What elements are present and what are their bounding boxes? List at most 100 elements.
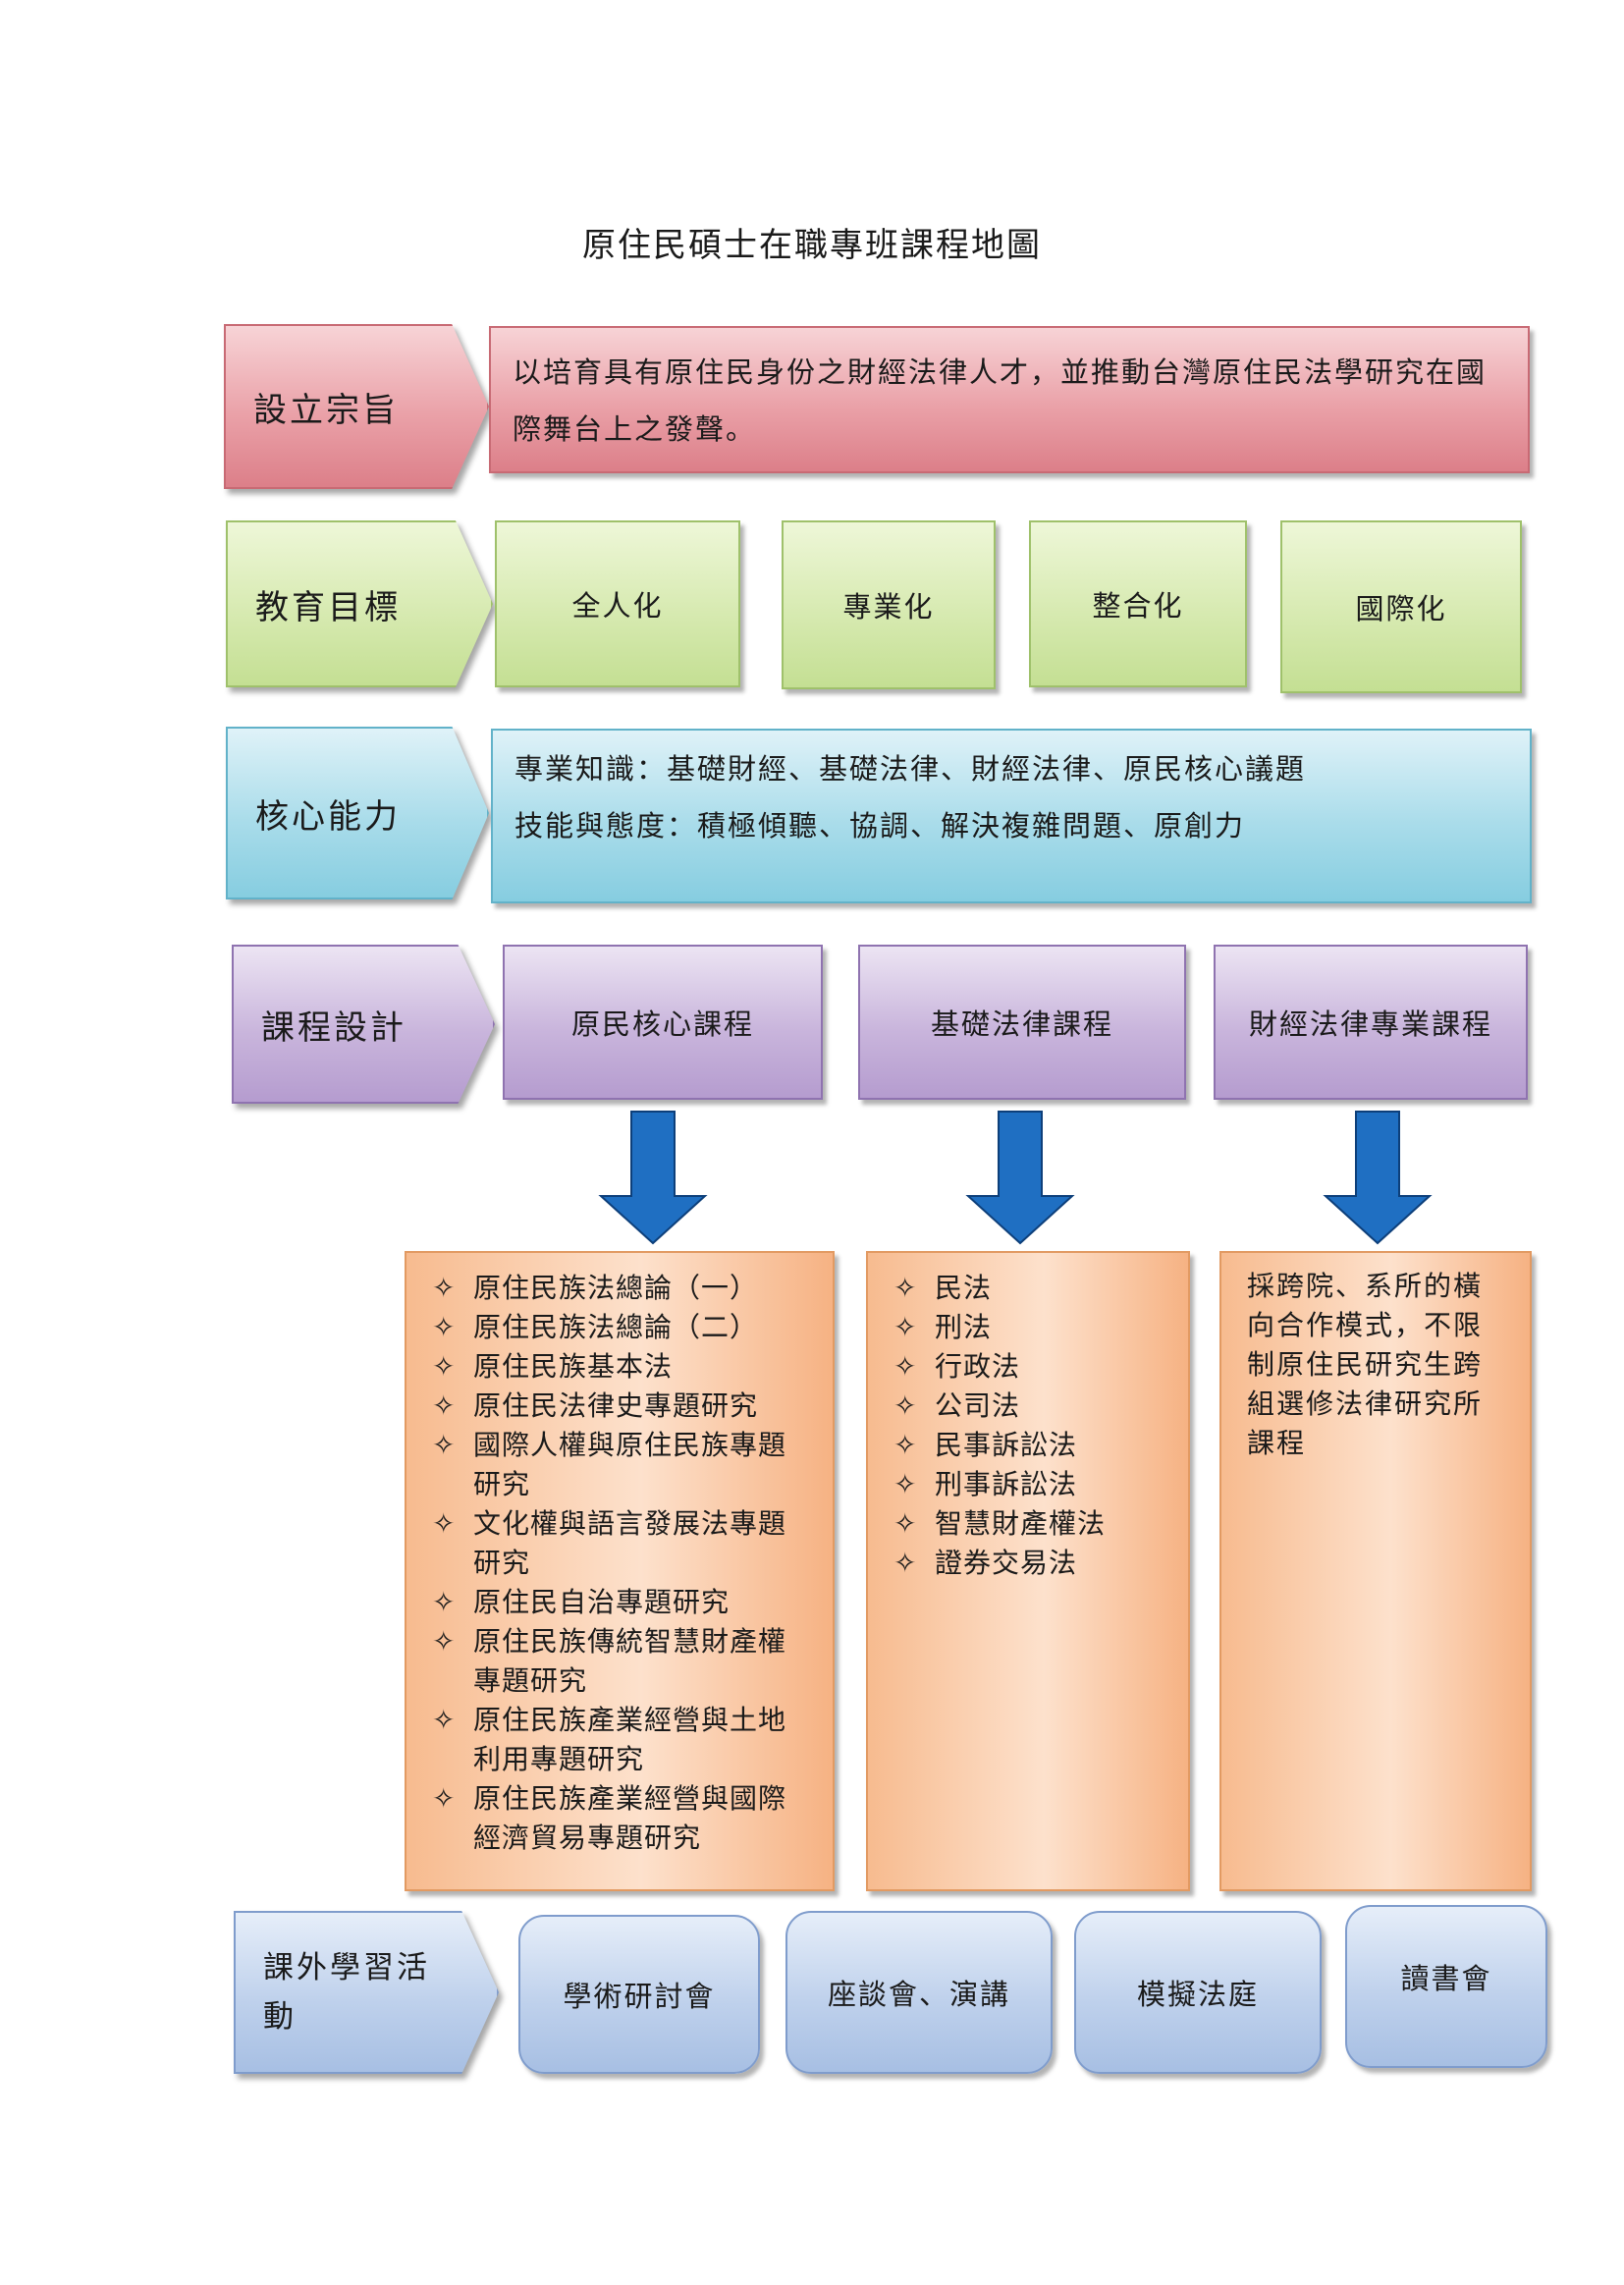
course-item: ✧ 文化權與語言發展法專題研究 [432, 1504, 813, 1583]
goal-box-4: 國際化 [1280, 520, 1522, 693]
core-box: 專業知識：基礎財經、基礎法律、財經法律、原民核心議題 技能與態度：積極傾聽、協調… [491, 729, 1532, 903]
course-name: 刑事訴訟法 [935, 1468, 1078, 1500]
down-arrow-icon [598, 1111, 708, 1245]
bullet-icon: ✧ [893, 1468, 918, 1500]
bullet-icon: ✧ [432, 1704, 457, 1736]
course-item: ✧ 原住民族法總論（一） [432, 1269, 813, 1308]
core-knowledge: 專業知識：基礎財經、基礎法律、財經法律、原民核心議題 [514, 752, 1307, 786]
core-header-label: 核心能力 [255, 796, 401, 837]
core-skills: 技能與態度：積極傾聽、協調、解決複雜問題、原創力 [514, 809, 1246, 843]
purpose-header: 設立宗旨 [224, 324, 489, 489]
bullet-icon: ✧ [432, 1507, 457, 1540]
page-title: 原住民碩士在職專班課程地圖 [582, 226, 1042, 265]
course-item: ✧ 民法 [893, 1269, 1168, 1308]
goal-box-2: 專業化 [782, 520, 996, 689]
down-arrow-icon [1323, 1111, 1433, 1245]
activity-label: 座談會、演講 [827, 1978, 1010, 2011]
bullet-icon: ✧ [893, 1311, 918, 1343]
activity-box-4: 讀書會 [1345, 1905, 1547, 2068]
finance-note-box: 採跨院、系所的橫向合作模式，不限制原住民研究生跨組選修法律研究所課程 [1219, 1251, 1532, 1891]
course-item: ✧ 原住民族基本法 [432, 1347, 813, 1387]
course-col-core: 原民核心課程 [503, 945, 823, 1100]
courses-header: 課程設計 [232, 945, 495, 1104]
activity-box-2: 座談會、演講 [785, 1911, 1053, 2074]
bullet-icon: ✧ [893, 1350, 918, 1383]
law-course-list-box: ✧ 民法 ✧ 刑法 ✧ 行政法 ✧ 公司法 ✧ 民事訴訟法 ✧ 刑事訴訟法 ✧ 智慧財產權法 ✧ 證券交易法 [866, 1251, 1190, 1891]
bullet-icon: ✧ [432, 1586, 457, 1618]
course-name: 原住民族法總論（一） [473, 1272, 759, 1304]
course-item: ✧ 刑事訴訟法 [893, 1465, 1168, 1504]
bullet-icon: ✧ [893, 1272, 918, 1304]
bullet-icon: ✧ [893, 1389, 918, 1422]
activity-label: 讀書會 [1400, 1962, 1492, 1995]
activity-label: 模擬法庭 [1136, 1978, 1259, 2011]
course-item: ✧ 刑法 [893, 1308, 1168, 1347]
courses-header-label: 課程設計 [261, 1007, 406, 1048]
course-name: 國際人權與原住民族專題研究 [473, 1429, 787, 1500]
goal-label: 專業化 [842, 590, 935, 624]
goal-box-1: 全人化 [495, 520, 740, 687]
activity-label: 學術研討會 [563, 1980, 716, 2013]
activities-header: 課外學習活動 [234, 1911, 499, 2074]
law-course-list: ✧ 民法 ✧ 刑法 ✧ 行政法 ✧ 公司法 ✧ 民事訴訟法 ✧ 刑事訴訟法 ✧ 智慧財產權法 ✧ 證券交易法 [893, 1269, 1168, 1583]
course-name: 智慧財產權法 [935, 1507, 1107, 1540]
goal-box-3: 整合化 [1029, 520, 1247, 687]
bullet-icon: ✧ [893, 1547, 918, 1579]
bullet-icon: ✧ [893, 1507, 918, 1540]
course-col-label: 原民核心課程 [570, 1007, 754, 1041]
course-item: ✧ 原住民自治專題研究 [432, 1583, 813, 1622]
course-col-label: 財經法律專業課程 [1248, 1007, 1492, 1041]
bullet-icon: ✧ [432, 1272, 457, 1304]
course-name: 原住民族基本法 [473, 1350, 674, 1383]
bullet-icon: ✧ [432, 1429, 457, 1461]
purpose-text: 以培育具有原住民身份之財經法律人才，並推動台灣原住民法學研究在國際舞台上之發聲。 [513, 355, 1488, 446]
course-item: ✧ 證券交易法 [893, 1544, 1168, 1583]
course-name: 原住民法律史專題研究 [473, 1389, 759, 1422]
purpose-header-label: 設立宗旨 [253, 390, 399, 430]
course-item: ✧ 國際人權與原住民族專題研究 [432, 1426, 813, 1504]
purpose-header-wrap: 設立宗旨 [224, 324, 489, 489]
activity-box-3: 模擬法庭 [1074, 1911, 1322, 2074]
goal-label: 國際化 [1355, 592, 1447, 626]
course-name: 民法 [935, 1272, 993, 1304]
bullet-icon: ✧ [893, 1429, 918, 1461]
activity-box-1: 學術研討會 [518, 1915, 760, 2074]
course-col-law: 基礎法律課程 [858, 945, 1186, 1100]
activities-header-wrap: 課外學習活動 [234, 1911, 499, 2074]
course-item: ✧ 公司法 [893, 1387, 1168, 1426]
course-item: ✧ 行政法 [893, 1347, 1168, 1387]
course-name: 原住民族法總論（二） [473, 1311, 759, 1343]
goals-header-wrap: 教育目標 [226, 520, 493, 687]
course-name: 公司法 [935, 1389, 1021, 1422]
course-col-finance: 財經法律專業課程 [1214, 945, 1528, 1100]
course-name: 文化權與語言發展法專題研究 [473, 1507, 787, 1579]
course-name: 原住民族產業經營與土地利用專題研究 [473, 1704, 787, 1775]
course-name: 原住民自治專題研究 [473, 1586, 731, 1618]
goal-label: 整合化 [1092, 589, 1184, 623]
course-item: ✧ 原住民族法總論（二） [432, 1308, 813, 1347]
core-course-list-box: ✧ 原住民族法總論（一） ✧ 原住民族法總論（二） ✧ 原住民族基本法 ✧ 原住民法律史專題研… [405, 1251, 835, 1891]
bullet-icon: ✧ [432, 1311, 457, 1343]
course-item: ✧ 智慧財產權法 [893, 1504, 1168, 1544]
course-item: ✧原住民族傳統智慧財產權專題研究 [432, 1622, 813, 1701]
course-item: ✧ 原住民族產業經營與土地利用專題研究 [432, 1701, 813, 1779]
course-name: 民事訴訟法 [935, 1429, 1078, 1461]
course-name: 刑法 [935, 1311, 993, 1343]
core-header-wrap: 核心能力 [226, 727, 489, 899]
core-header: 核心能力 [226, 727, 489, 899]
finance-note: 採跨院、系所的橫向合作模式，不限制原住民研究生跨組選修法律研究所課程 [1247, 1270, 1484, 1459]
goals-header-label: 教育目標 [255, 587, 401, 627]
course-item: ✧ 民事訴訟法 [893, 1426, 1168, 1465]
purpose-box: 以培育具有原住民身份之財經法律人才，並推動台灣原住民法學研究在國際舞台上之發聲。 [489, 326, 1530, 473]
bullet-icon: ✧ [432, 1389, 457, 1422]
course-name: 證券交易法 [935, 1547, 1078, 1579]
down-arrow-icon [965, 1111, 1075, 1245]
bullet-icon: ✧ [432, 1782, 457, 1815]
course-name: 原住民族傳統智慧財產權專題研究 [473, 1625, 787, 1697]
core-course-list: ✧ 原住民族法總論（一） ✧ 原住民族法總論（二） ✧ 原住民族基本法 ✧ 原住民法律史專題研… [432, 1269, 813, 1858]
course-item: ✧ 原住民法律史專題研究 [432, 1387, 813, 1426]
course-name: 原住民族產業經營與國際經濟貿易專題研究 [473, 1782, 787, 1854]
course-name: 行政法 [935, 1350, 1021, 1383]
course-item: ✧ 原住民族產業經營與國際經濟貿易專題研究 [432, 1779, 813, 1858]
bullet-icon: ✧ [432, 1350, 457, 1383]
